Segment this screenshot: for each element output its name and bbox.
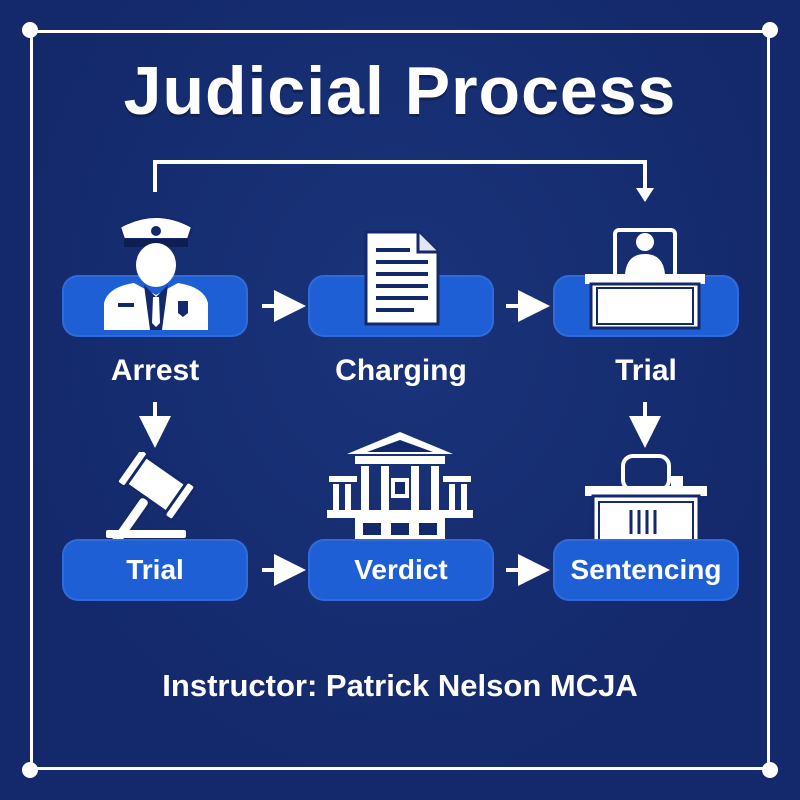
step-label-arrest: Arrest — [110, 354, 200, 387]
step-label-sentencing: Sentencing — [570, 554, 722, 585]
instructor-credit: Instructor: Patrick Nelson MCJA — [162, 668, 638, 703]
frame-corner-dot — [22, 762, 38, 778]
frame-corner-dot — [22, 22, 38, 38]
step-label-charging: Charging — [335, 354, 467, 387]
step-pill-trial-2: Trial — [62, 539, 248, 601]
step-label-trial: Trial — [615, 354, 677, 387]
step-label-trial-2: Trial — [126, 554, 184, 585]
judge-at-bench-icon — [585, 228, 705, 330]
border-frame — [30, 30, 770, 770]
loop-arrow — [153, 160, 647, 192]
step-pill-sentencing: Sentencing — [553, 539, 739, 601]
loop-arrow-head — [636, 188, 654, 202]
step-label-verdict: Verdict — [354, 554, 448, 585]
document-icon — [364, 230, 440, 326]
page-title: Judicial Process — [123, 53, 677, 129]
judge-bench-icon — [585, 454, 707, 548]
gavel-icon — [98, 452, 197, 550]
step-pill-verdict: Verdict — [308, 539, 494, 601]
frame-corner-dot — [762, 22, 778, 38]
frame-corner-dot — [762, 762, 778, 778]
police-officer-icon — [104, 216, 208, 330]
courthouse-icon — [327, 432, 473, 540]
